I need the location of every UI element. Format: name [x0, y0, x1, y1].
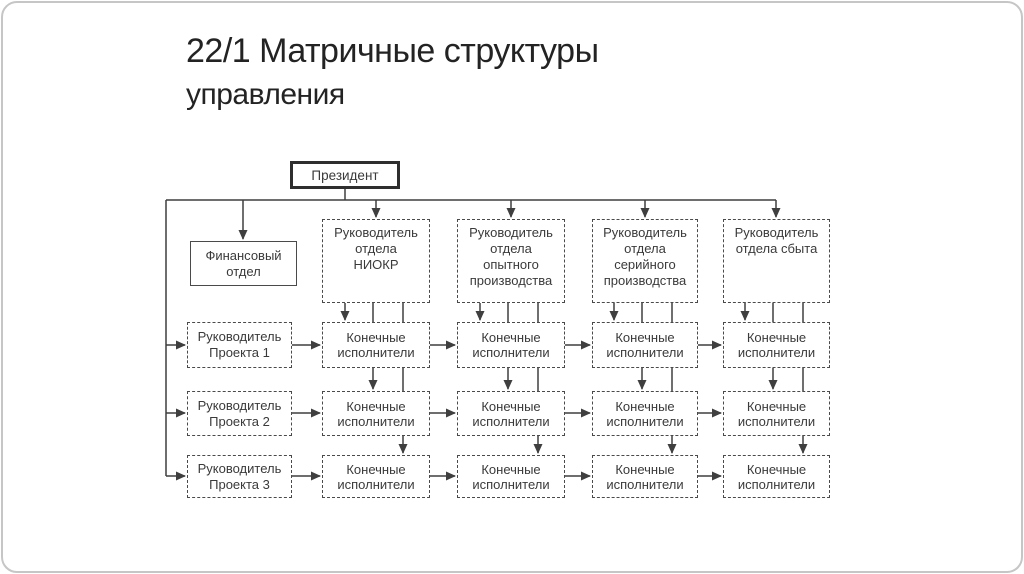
label-line: отдела сбыта — [735, 241, 818, 256]
label-line: Руководитель — [197, 460, 282, 476]
label-line: Финансовый — [205, 247, 282, 263]
label-line: Руководитель — [734, 225, 819, 240]
label-line: Проекта 1 — [209, 345, 270, 360]
label-line: Конечные — [481, 330, 541, 345]
page-title: 22/1 Матричные структуры управления — [186, 26, 599, 114]
president-label: Президент — [311, 167, 379, 183]
label-line: отдела — [355, 241, 397, 256]
title-line-1: 22/1 Матричные структуры — [186, 32, 599, 70]
box-executors-r1-c3: Конечные исполнители — [592, 322, 698, 368]
label-line: Конечные — [346, 398, 406, 414]
label-line: Конечные — [615, 330, 675, 345]
label-line: Руководитель — [197, 329, 282, 344]
label-line: Конечные — [746, 398, 807, 414]
label-line: исполнители — [606, 413, 684, 429]
box-executors-r3-c4: Конечные исполнители — [723, 455, 830, 498]
label-line: исполнители — [337, 345, 415, 360]
label-line: Руководитель — [197, 397, 282, 413]
label-line: серийного — [614, 257, 676, 272]
box-project-manager-1: Руководитель Проекта 1 — [187, 322, 292, 368]
label-line: производства — [469, 273, 553, 288]
box-dept-head-rnd: Руководитель отдела НИОКР — [322, 219, 430, 303]
label-line: исполнители — [606, 345, 684, 360]
label-line: Руководитель — [334, 225, 418, 240]
label-line: Проекта 3 — [209, 476, 270, 492]
box-dept-head-pilot-production: Руководитель отдела опытного производств… — [457, 219, 565, 303]
box-project-manager-3: Руководитель Проекта 3 — [187, 455, 292, 498]
label-line: Конечные — [615, 461, 675, 477]
label-line: Проекта 2 — [209, 413, 270, 429]
box-executors-r1-c4: Конечные исполнители — [723, 322, 830, 368]
label-line: исполнители — [337, 413, 415, 429]
label-line: Конечные — [481, 461, 541, 477]
label-line: НИОКР — [353, 257, 399, 272]
box-project-manager-2: Руководитель Проекта 2 — [187, 391, 292, 436]
label-line: производства — [603, 273, 687, 288]
box-executors-r1-c1: Конечные исполнители — [322, 322, 430, 368]
label-line: опытного — [483, 257, 539, 272]
label-line: Конечные — [346, 461, 406, 477]
box-executors-r3-c2: Конечные исполнители — [457, 455, 565, 498]
label-line: Руководитель — [603, 225, 687, 240]
label-line: исполнители — [472, 476, 550, 492]
box-executors-r2-c2: Конечные исполнители — [457, 391, 565, 436]
label-line: исполнители — [337, 476, 415, 492]
label-line: Конечные — [746, 461, 807, 477]
label-line: отдела — [490, 241, 532, 256]
label-line: Конечные — [481, 398, 541, 414]
label-line: исполнители — [737, 476, 816, 492]
box-executors-r2-c4: Конечные исполнители — [723, 391, 830, 436]
box-executors-r3-c3: Конечные исполнители — [592, 455, 698, 498]
box-executors-r3-c1: Конечные исполнители — [322, 455, 430, 498]
label-line: исполнители — [472, 413, 550, 429]
label-line: Руководитель — [469, 225, 553, 240]
label-line: Конечные — [346, 330, 406, 345]
box-dept-head-sales: Руководитель отдела сбыта — [723, 219, 830, 303]
box-president: Президент — [290, 161, 400, 189]
title-line-2: управления — [186, 78, 345, 111]
label-line: исполнители — [472, 345, 550, 360]
label-line: Конечные — [615, 398, 675, 414]
box-executors-r1-c2: Конечные исполнители — [457, 322, 565, 368]
label-line: исполнители — [737, 345, 816, 360]
label-line: исполнители — [737, 413, 816, 429]
box-executors-r2-c3: Конечные исполнители — [592, 391, 698, 436]
label-line: исполнители — [606, 476, 684, 492]
label-line: отдел — [226, 263, 261, 279]
box-finance-department: Финансовый отдел — [190, 241, 297, 286]
box-dept-head-serial-production: Руководитель отдела серийного производст… — [592, 219, 698, 303]
box-executors-r2-c1: Конечные исполнители — [322, 391, 430, 436]
label-line: Конечные — [746, 330, 807, 345]
label-line: отдела — [624, 241, 666, 256]
